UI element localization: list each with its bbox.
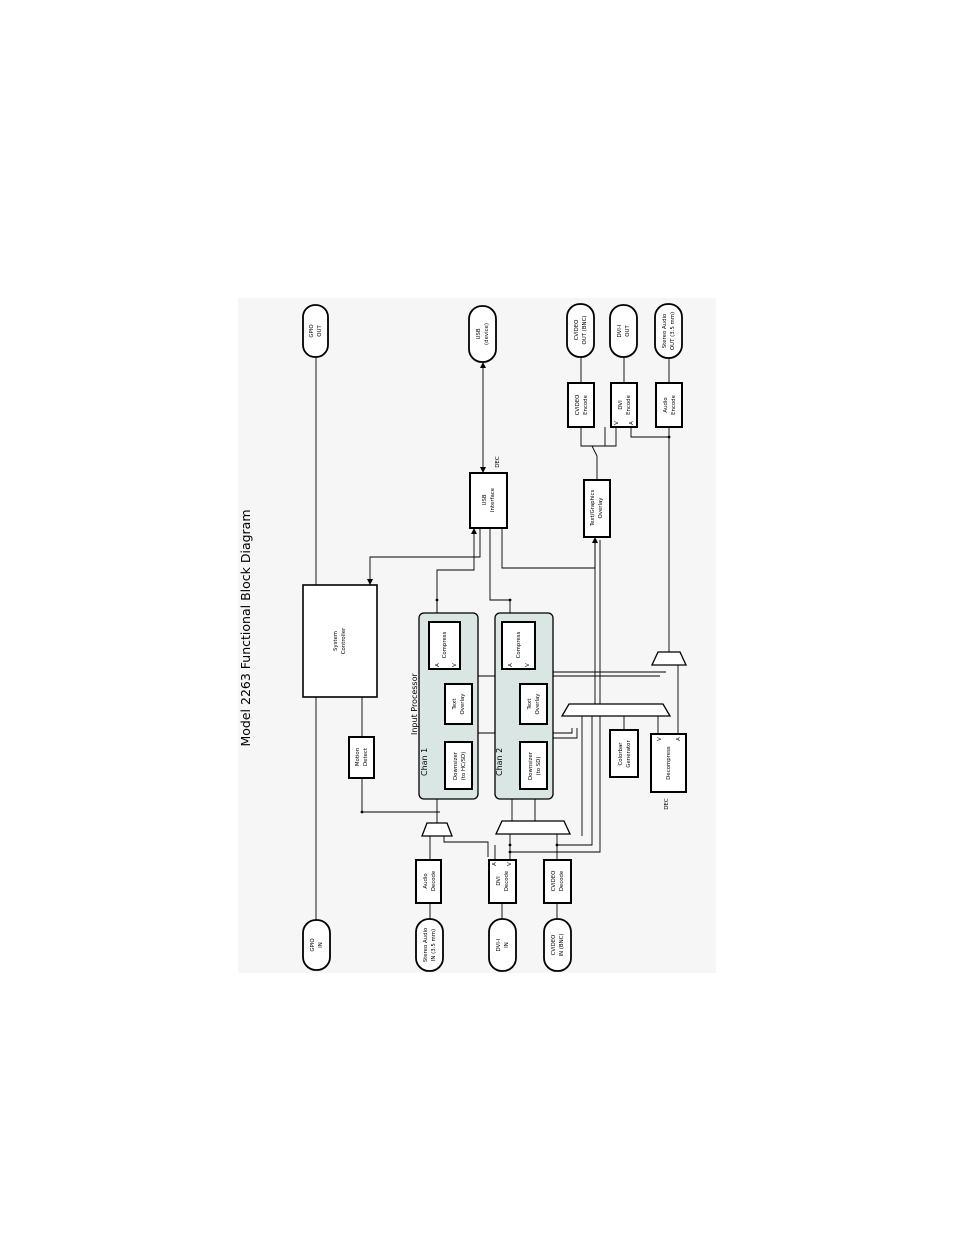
usb-interface: USB Interface [469, 472, 508, 529]
chan-2-pin-v: V [525, 663, 531, 667]
blocks-colorbar-1-label: Generator [626, 740, 632, 768]
inputs-dvi_in-0-label: DVI-I [496, 938, 502, 951]
outputs-cvideo_out-1-label: OUT (BNC) [582, 316, 588, 345]
chan-1-downsizer-sub: (to HC/SD) [461, 752, 467, 781]
audio-output-mux [650, 651, 688, 666]
arrowheads [367, 362, 598, 585]
chan-1-compress-label: Compress [442, 631, 448, 658]
chan-1-downsizer-label: Downsizer [453, 751, 459, 780]
colorbar-generator: Colorbar Generator [609, 729, 639, 778]
outputs-dvi_out-0-label: DVI-I [617, 324, 623, 337]
central-mux [560, 703, 672, 717]
blocks-overlay-1-label: Overlay [598, 497, 604, 519]
outputs-gpio_out-0-label: GPIO [309, 324, 315, 337]
blocks-motion_detect-0-label: Motion [355, 748, 361, 766]
audio-input-mux [421, 822, 453, 837]
inputs-cvideo_in-1-label: IN (BNC) [559, 933, 565, 956]
chan-2-downsizer-label: Downsizer [528, 751, 534, 780]
dvi-out: DVI-I OUT [609, 304, 638, 358]
blocks-cvideo_encode-1-label: Encode [583, 394, 589, 415]
text-graphics-overlay: Text/Graphics Overlay [583, 479, 611, 538]
cvideo-in: CVIDEO IN (BNC) [543, 918, 572, 972]
gpio-out: GPIO OUT [302, 304, 329, 358]
audio-encode: Audio Encode [655, 382, 683, 428]
chan-2-overlay-sub: Overlay [535, 693, 541, 715]
inputs-dvi_in-1-label: IN [504, 942, 510, 948]
chan-2-downsizer-sub: (to SD) [536, 757, 542, 776]
blocks-audio_decode-0-label: Audio [423, 873, 429, 888]
annotations-pin_v-label: V [657, 737, 663, 741]
inputs-cvideo_in-0-label: CVIDEO [551, 935, 557, 956]
chan-2-pin-a: A [508, 663, 514, 667]
cvideo-encode: CVIDEO Encode [567, 382, 595, 428]
outputs-dvi_out-1-label: OUT [625, 325, 631, 337]
blocks-dvi_encode-0-label: DVI [618, 400, 624, 410]
blocks-system_controller-0-label: System [333, 631, 339, 651]
annotations-pin_a-label: A [492, 862, 498, 866]
blocks-usb_interface-0-label: USB [482, 494, 488, 505]
chan-2-overlay-label: Text [527, 699, 533, 711]
chan-1-pin-v: V [452, 663, 458, 667]
chan-1-overlay-sub: Overlay [460, 693, 466, 715]
outputs-usb-0-label: USB [476, 328, 482, 339]
blocks-usb_interface-1-label: Interface [490, 487, 496, 512]
blocks-dvi_decode-0-label: DVI [496, 876, 502, 886]
chan-1: Chan 1 Downsizer (to HC/SD) Text Overlay… [418, 612, 479, 800]
outputs-cvideo_out-0-label: CVIDEO [574, 320, 580, 341]
decompress: Decompress V A [650, 733, 687, 793]
dvi-decode: DVI Decode A V [488, 859, 517, 904]
dvi-in: DVI-I IN [488, 918, 517, 972]
usb-device: USB (device) [468, 305, 497, 363]
outputs-audio_out-0-label: Stereo Audio [662, 314, 668, 349]
chan-1-overlay-label: Text [452, 699, 458, 711]
cvideo-out: CVIDEO OUT (BNC) [566, 303, 595, 358]
chan-2-label: Chan 2 [495, 748, 504, 776]
blocks-cvideo_encode-0-label: CVIDEO [575, 395, 581, 416]
outputs-usb-1-label: (device) [484, 323, 490, 345]
gpio-in: GPIO IN [302, 919, 331, 971]
decompress-dec-note: DEC [664, 798, 670, 810]
blocks-dvi_encode-1-label: Encode [626, 394, 632, 415]
audio-decode: Audio Decode [415, 859, 442, 904]
inputs-gpio_in-0-label: GPIO [310, 938, 316, 951]
video-input-mux [494, 820, 572, 835]
outputs-gpio_out-1-label: OUT [317, 325, 323, 337]
motion-detect: Motion Detect [348, 736, 375, 779]
annotations-pin_a-label: A [676, 737, 682, 741]
chan-1-pin-a: A [435, 663, 441, 667]
input-processor: Input Processor Chan 1 Downsizer (to HC/… [410, 612, 554, 800]
outputs-audio_out-1-label: OUT (3.5 mm) [670, 312, 676, 350]
usb-dec-note: DEC [495, 456, 501, 468]
system-controller: System Controller [302, 584, 378, 698]
chan-2: Chan 2 Downsizer (to SD) Text Overlay Co… [494, 612, 554, 800]
blocks-audio_encode-1-label: Encode [671, 394, 677, 415]
annotations-pin_v-label: V [614, 421, 620, 425]
blocks-colorbar-0-label: Colorbar [618, 742, 624, 766]
stereo-audio-in: Stereo Audio IN (3.5 mm) [415, 918, 444, 972]
blocks-decompress-label: Decompress [666, 746, 672, 780]
chan-2-compress-label: Compress [516, 631, 522, 658]
cvideo-decode: CVIDEO Decode [543, 859, 572, 904]
blocks-motion_detect-1-label: Detect [363, 748, 369, 766]
stereo-audio-out: Stereo Audio OUT (3.5 mm) [654, 303, 683, 359]
chan-1-label: Chan 1 [420, 748, 429, 776]
blocks-dvi_decode-1-label: Decode [504, 870, 510, 891]
inputs-audio_in-1-label: IN (3.5 mm) [431, 929, 437, 961]
annotations-pin_v-label: V [507, 862, 513, 866]
blocks-cvideo_decode-0-label: CVIDEO [551, 871, 557, 892]
blocks-overlay-0-label: Text/Graphics [590, 490, 596, 528]
blocks-audio_encode-0-label: Audio [663, 397, 669, 412]
dvi-encode: DVI Encode V A [610, 382, 638, 428]
diagram-title: Model 2263 Functional Block Diagram [238, 509, 253, 746]
inputs-audio_in-0-label: Stereo Audio [423, 928, 429, 963]
input-processor-label: Input Processor [410, 673, 419, 736]
blocks-cvideo_decode-1-label: Decode [559, 870, 565, 891]
annotations-pin_a-label: A [629, 421, 635, 425]
blocks-audio_decode-1-label: Decode [431, 870, 437, 891]
blocks-system_controller-1-label: Controller [341, 627, 347, 654]
inputs-gpio_in-1-label: IN [318, 942, 324, 948]
